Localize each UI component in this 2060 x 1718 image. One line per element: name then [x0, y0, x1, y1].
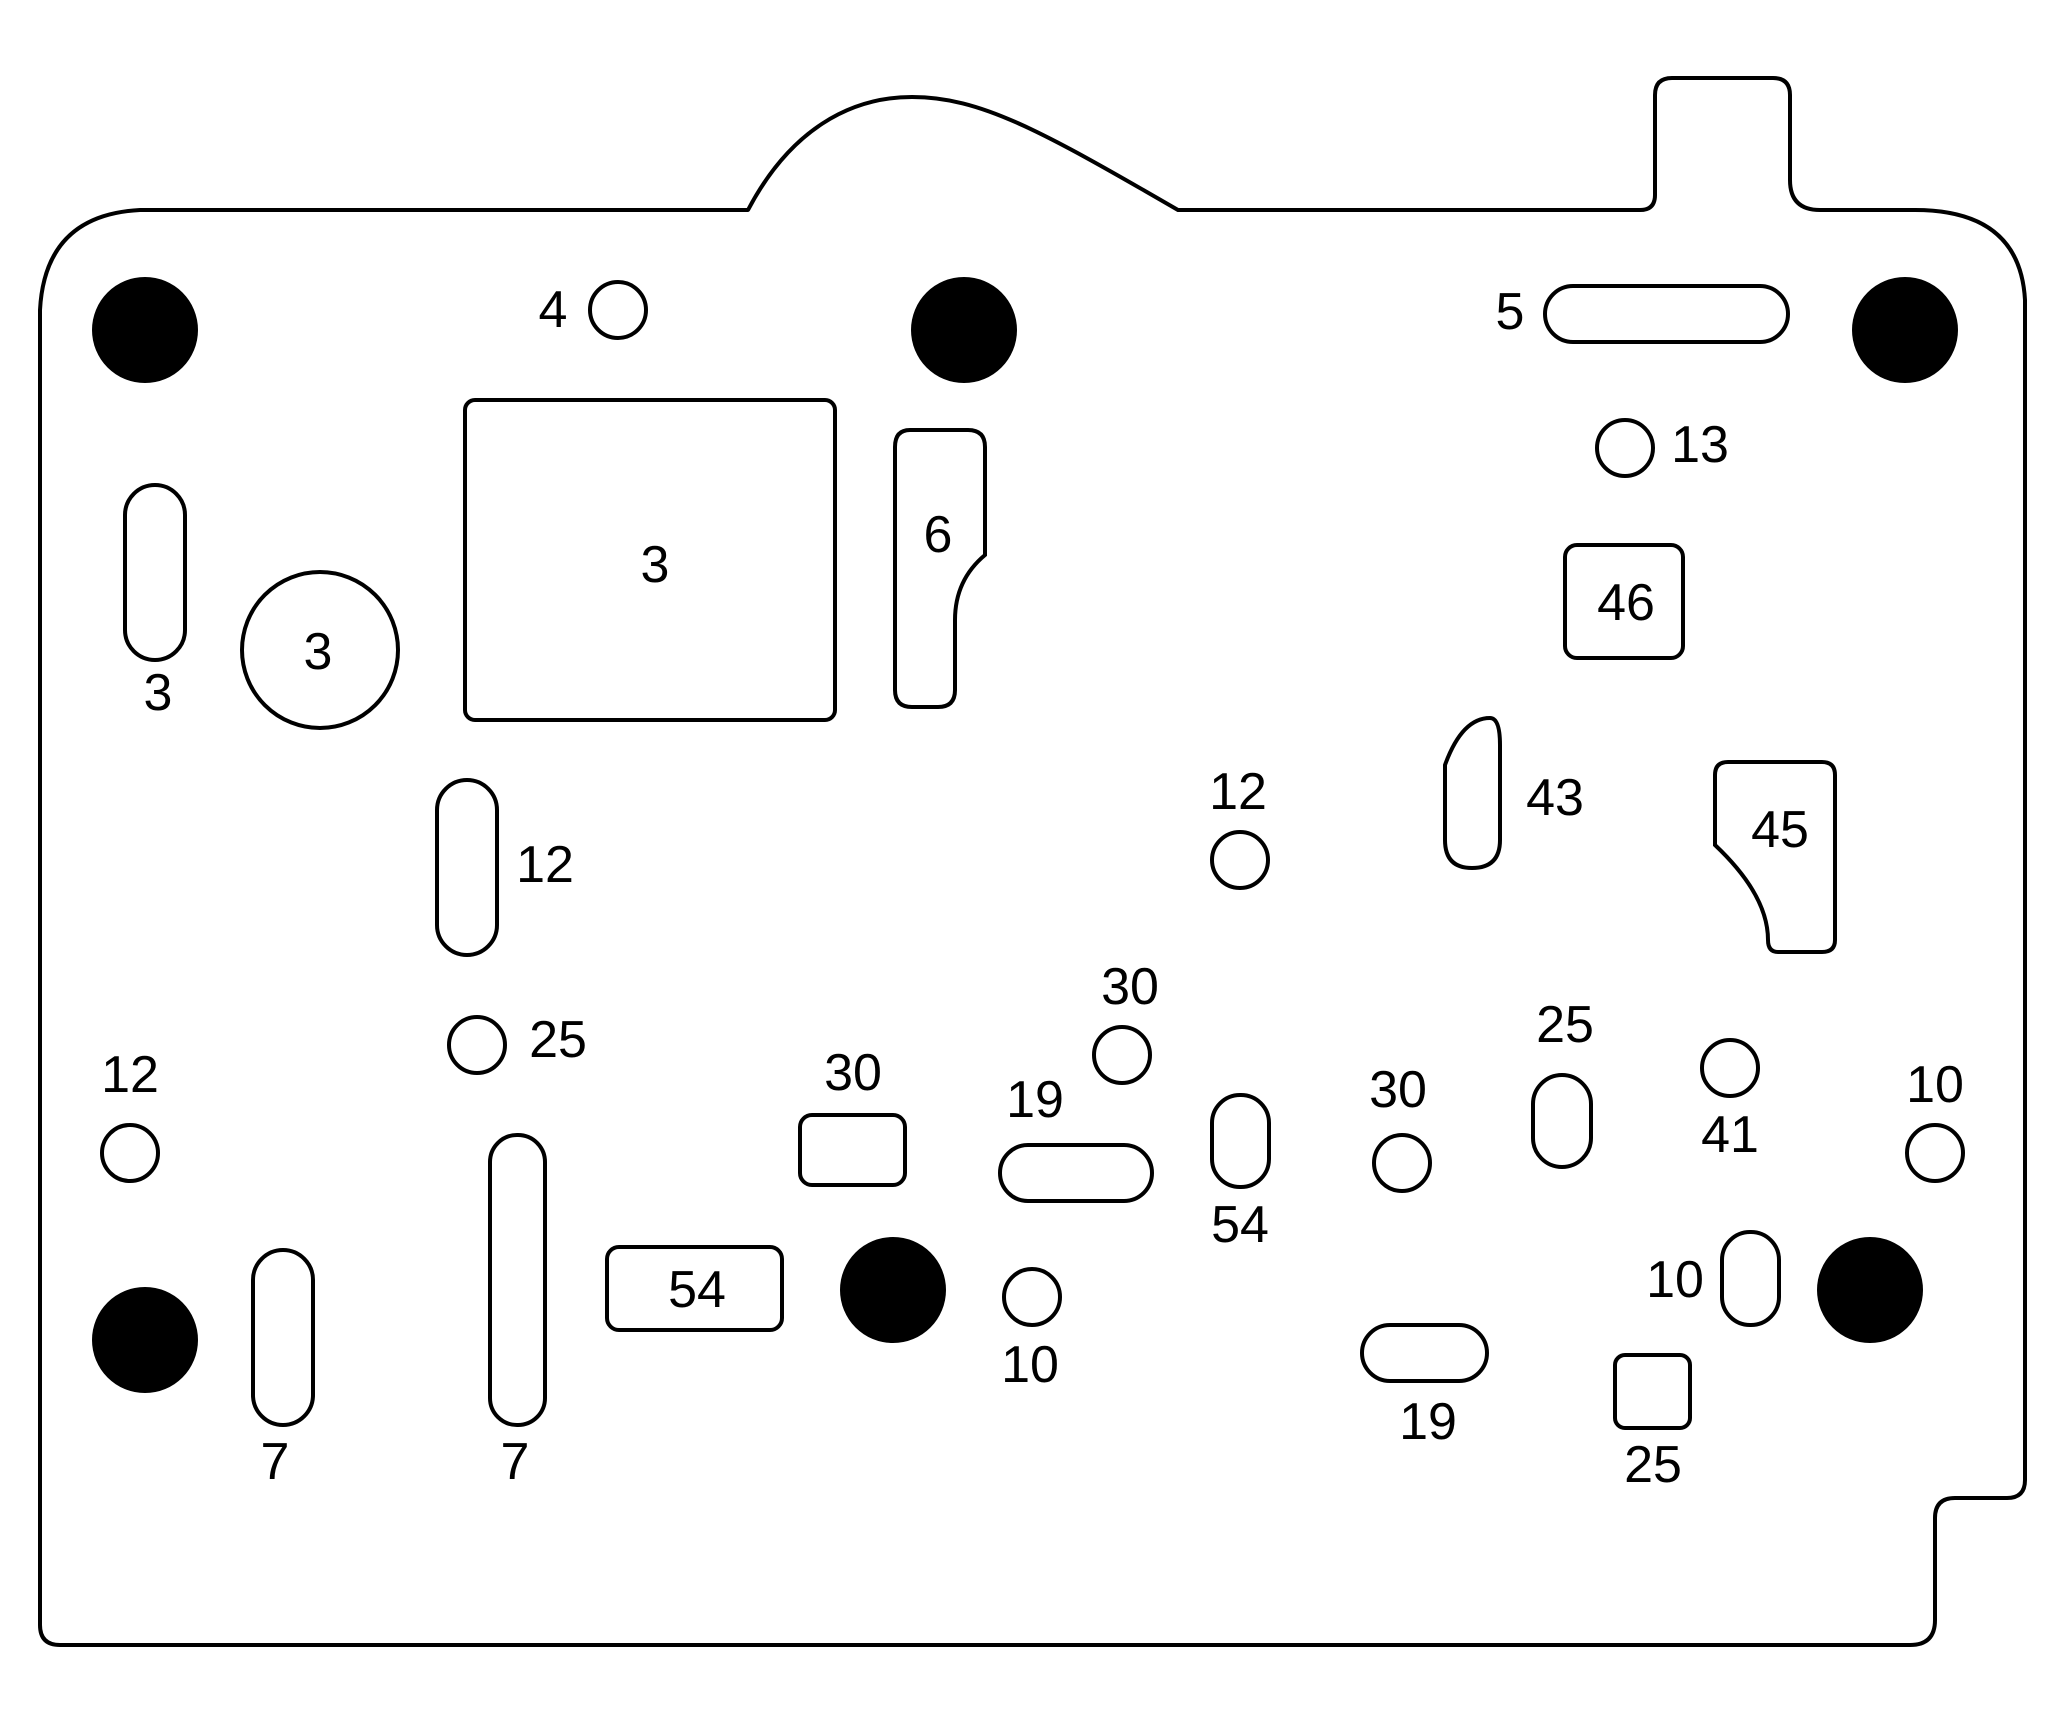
hole-45: [1713, 760, 1837, 954]
plate-outline: [38, 76, 2027, 1647]
slot-19-top-label: 19: [1006, 1071, 1064, 1129]
hole-12-left: [100, 1123, 160, 1183]
hole-41: [1700, 1038, 1760, 1098]
hole-30-top-label: 30: [1101, 958, 1159, 1016]
slot-10-right-label: 10: [1646, 1251, 1704, 1309]
slot-43: [1443, 715, 1502, 871]
bolt-hole-bottom-right: [1817, 1237, 1923, 1343]
slot-54-center: [1210, 1093, 1271, 1189]
slot-7-long-label: 7: [501, 1433, 530, 1491]
slot-5: [1543, 284, 1790, 344]
hole-13: [1595, 418, 1655, 478]
slot-43-label: 43: [1526, 769, 1584, 827]
hole-30-right: [1372, 1133, 1432, 1193]
bolt-hole-top-left: [92, 277, 198, 383]
hole-46: [1563, 543, 1685, 660]
bolt-hole-bottom-left: [92, 1287, 198, 1393]
slot-6: [893, 428, 987, 709]
slot-25-right-label: 25: [1536, 996, 1594, 1054]
hole-25-bottom-label: 25: [1624, 1436, 1682, 1494]
circle-3-label: 3: [304, 623, 333, 681]
bolt-hole-top-center: [911, 277, 1017, 383]
hole-30-right-label: 30: [1369, 1061, 1427, 1119]
slot-3-label: 3: [144, 664, 173, 722]
hole-54-left: [605, 1245, 784, 1332]
slot-54-center-label: 54: [1211, 1196, 1269, 1254]
slot-19-top: [998, 1143, 1154, 1203]
slot-5-label: 5: [1496, 283, 1525, 341]
circle-3: [240, 570, 400, 730]
square-3: [463, 398, 837, 722]
slot-3: [123, 483, 187, 662]
hole-54-left-label: 54: [668, 1261, 726, 1319]
hole-25-bottom: [1613, 1353, 1692, 1430]
hole-46-label: 46: [1597, 574, 1655, 632]
square-3-label: 3: [641, 536, 670, 594]
hole-10-center: [1002, 1267, 1062, 1327]
slot-25-right: [1531, 1073, 1593, 1169]
hole-13-label: 13: [1671, 416, 1729, 474]
hole-4-label: 4: [539, 281, 568, 339]
hole-41-label: 41: [1701, 1106, 1759, 1164]
bolt-hole-bottom-center: [840, 1237, 946, 1343]
hole-30-top: [1092, 1025, 1152, 1085]
slot-12-left-label: 12: [516, 836, 574, 894]
hole-4: [588, 280, 648, 340]
slot-7-left-label: 7: [261, 1433, 290, 1491]
slot-7-left: [251, 1248, 315, 1427]
hole-30-left-label: 30: [824, 1044, 882, 1102]
hole-12-left-label: 12: [101, 1046, 159, 1104]
hole-30-left: [798, 1113, 907, 1187]
hole-10-right-label: 10: [1906, 1056, 1964, 1114]
slot-10-right: [1720, 1230, 1781, 1327]
hole-25-left: [447, 1015, 507, 1075]
slot-19-bottom-label: 19: [1399, 1393, 1457, 1451]
bolt-hole-top-right: [1852, 277, 1958, 383]
hole-25-left-label: 25: [529, 1011, 587, 1069]
slot-7-long: [488, 1133, 547, 1427]
slot-12-left: [435, 778, 499, 957]
slot-19-bottom: [1360, 1323, 1489, 1383]
hole-45-label: 45: [1751, 801, 1809, 859]
hole-10-right: [1905, 1123, 1965, 1183]
hole-12-center-label: 12: [1209, 763, 1267, 821]
slot-6-label: 6: [924, 506, 953, 564]
hole-10-center-label: 10: [1001, 1336, 1059, 1394]
hole-12-center: [1210, 830, 1270, 890]
